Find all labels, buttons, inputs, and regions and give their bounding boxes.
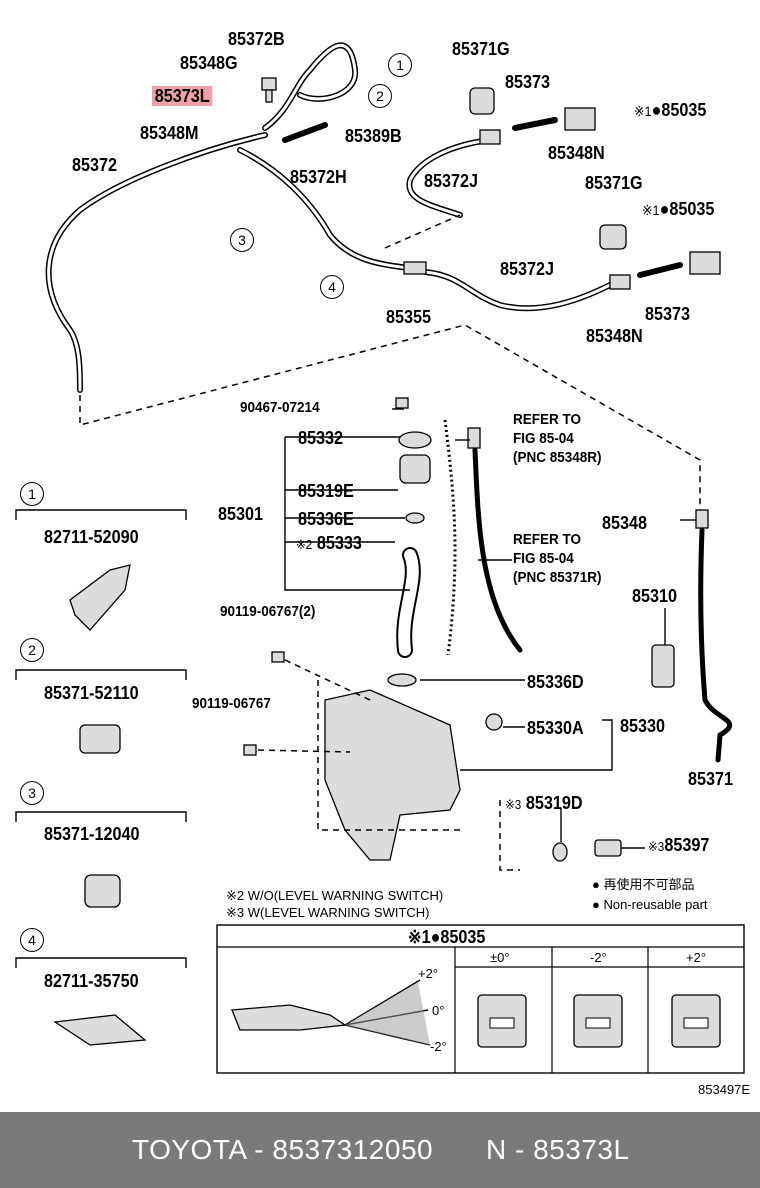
part-label-85373-top: 85373: [505, 72, 551, 92]
note-w-level-switch: ※3 W(LEVEL WARNING SWITCH): [226, 905, 430, 920]
footer-part-number: TOYOTA - 8537312050: [132, 1134, 434, 1165]
part-label-85371G-mid: 85371G: [585, 173, 643, 193]
part-label-85333: ※2 85333: [296, 534, 362, 552]
mark-2: ※2: [296, 537, 313, 552]
mark-1: ※1: [634, 103, 652, 119]
mark-3: ※3: [648, 839, 665, 854]
part-label-85330: 85330: [620, 716, 666, 736]
part-label-85330A: 85330A: [527, 718, 584, 738]
part-label-85373-bottom: 85373: [645, 304, 691, 324]
footer-bar: TOYOTA - 8537312050 N - 85373L: [0, 1112, 760, 1188]
table-title-85035: ※1●85035: [408, 927, 486, 947]
part-label-90119-06767: 90119-06767: [192, 695, 271, 712]
part-label-85348N-bottom: 85348N: [586, 326, 643, 346]
part-label-85319D: ※3 85319D: [505, 794, 583, 812]
callout-3: 3: [230, 228, 254, 252]
part-number: 85319D: [525, 793, 583, 813]
part-label-85348G: 85348G: [180, 53, 238, 73]
part-label-85389B: 85389B: [345, 126, 402, 146]
angle-minus2: -2°: [430, 1039, 447, 1054]
part-label-85319E: 85319E: [298, 481, 354, 501]
legend-non-reusable-en: ● Non-reusable part: [592, 897, 708, 912]
note-w-o-level-switch: ※2 W/O(LEVEL WARNING SWITCH): [226, 888, 444, 903]
table-col-minus2: -2°: [590, 950, 607, 965]
inset-4-number: 4: [20, 928, 44, 952]
footer-pnc: N - 85373L: [486, 1134, 630, 1165]
mark-1: ※1: [642, 202, 660, 218]
legend-non-reusable-jp: ● 再使用不可部品: [592, 877, 695, 892]
legend-en-text: Non-reusable part: [603, 897, 708, 912]
part-label-85348N-top: 85348N: [548, 143, 605, 163]
refer-note-1-line1: REFER TO: [513, 411, 582, 428]
part-label-85355: 85355: [386, 307, 432, 327]
part-label-85371G-top: 85371G: [452, 39, 510, 59]
part-number: 85035: [661, 100, 707, 120]
part-label-85372J-top: 85372J: [424, 171, 479, 191]
callout-1: 1: [388, 53, 412, 77]
mark-3: ※3: [505, 797, 522, 812]
part-label-85372J-bottom: 85372J: [500, 259, 555, 279]
inset-3-part: 85371-12040: [44, 824, 140, 844]
angle-zero: 0°: [432, 1003, 445, 1018]
part-label-85348M: 85348M: [140, 123, 199, 143]
part-label-85035-top: ※1●85035: [634, 100, 707, 120]
refer-note-1-line2: FIG 85-04: [513, 430, 574, 447]
inset-1-number: 1: [20, 482, 44, 506]
angle-plus2: +2°: [418, 966, 439, 981]
callout-2: 2: [368, 84, 392, 108]
part-label-85372H: 85372H: [290, 167, 347, 187]
inset-4-part: 82711-35750: [44, 971, 139, 991]
part-label-85332: 85332: [298, 428, 344, 448]
part-number: 85035: [669, 199, 715, 219]
inset-2-number: 2: [20, 638, 44, 662]
part-label-85035-mid: ※1●85035: [642, 199, 715, 219]
refer-note-2-line3: (PNC 85371R): [513, 569, 602, 586]
part-label-85372: 85372: [72, 155, 118, 175]
part-label-85310: 85310: [632, 586, 678, 606]
part-label-90119-06767-2: 90119-06767(2): [220, 603, 316, 620]
part-label-85348: 85348: [602, 513, 648, 533]
figure-code: 853497E: [698, 1082, 751, 1097]
diagram-artwork: [15, 42, 745, 1074]
part-label-85336E: 85336E: [298, 509, 354, 529]
part-label-85371: 85371: [688, 769, 734, 789]
table-col-zero: ±0°: [490, 950, 510, 965]
part-label-90467-07214: 90467-07214: [240, 399, 320, 416]
callout-4: 4: [320, 275, 344, 299]
part-label-85336D: 85336D: [527, 672, 584, 692]
part-number: 85397: [664, 835, 710, 855]
inset-3-number: 3: [20, 781, 44, 805]
table-col-plus2: +2°: [686, 950, 707, 965]
part-label-85397: ※385397: [648, 836, 709, 854]
part-label-85373L-highlighted: 85373L: [152, 86, 213, 106]
inset-2-part: 85371-52110: [44, 683, 139, 703]
refer-note-2-line1: REFER TO: [513, 531, 582, 548]
refer-note-1-line3: (PNC 85348R): [513, 449, 602, 466]
inset-1-part: 82711-52090: [44, 527, 139, 547]
refer-note-2-line2: FIG 85-04: [513, 550, 574, 567]
part-label-85301: 85301: [218, 504, 264, 524]
legend-jp-text: 再使用不可部品: [603, 877, 695, 892]
part-number: 85333: [316, 533, 362, 553]
part-label-85372B: 85372B: [228, 29, 285, 49]
